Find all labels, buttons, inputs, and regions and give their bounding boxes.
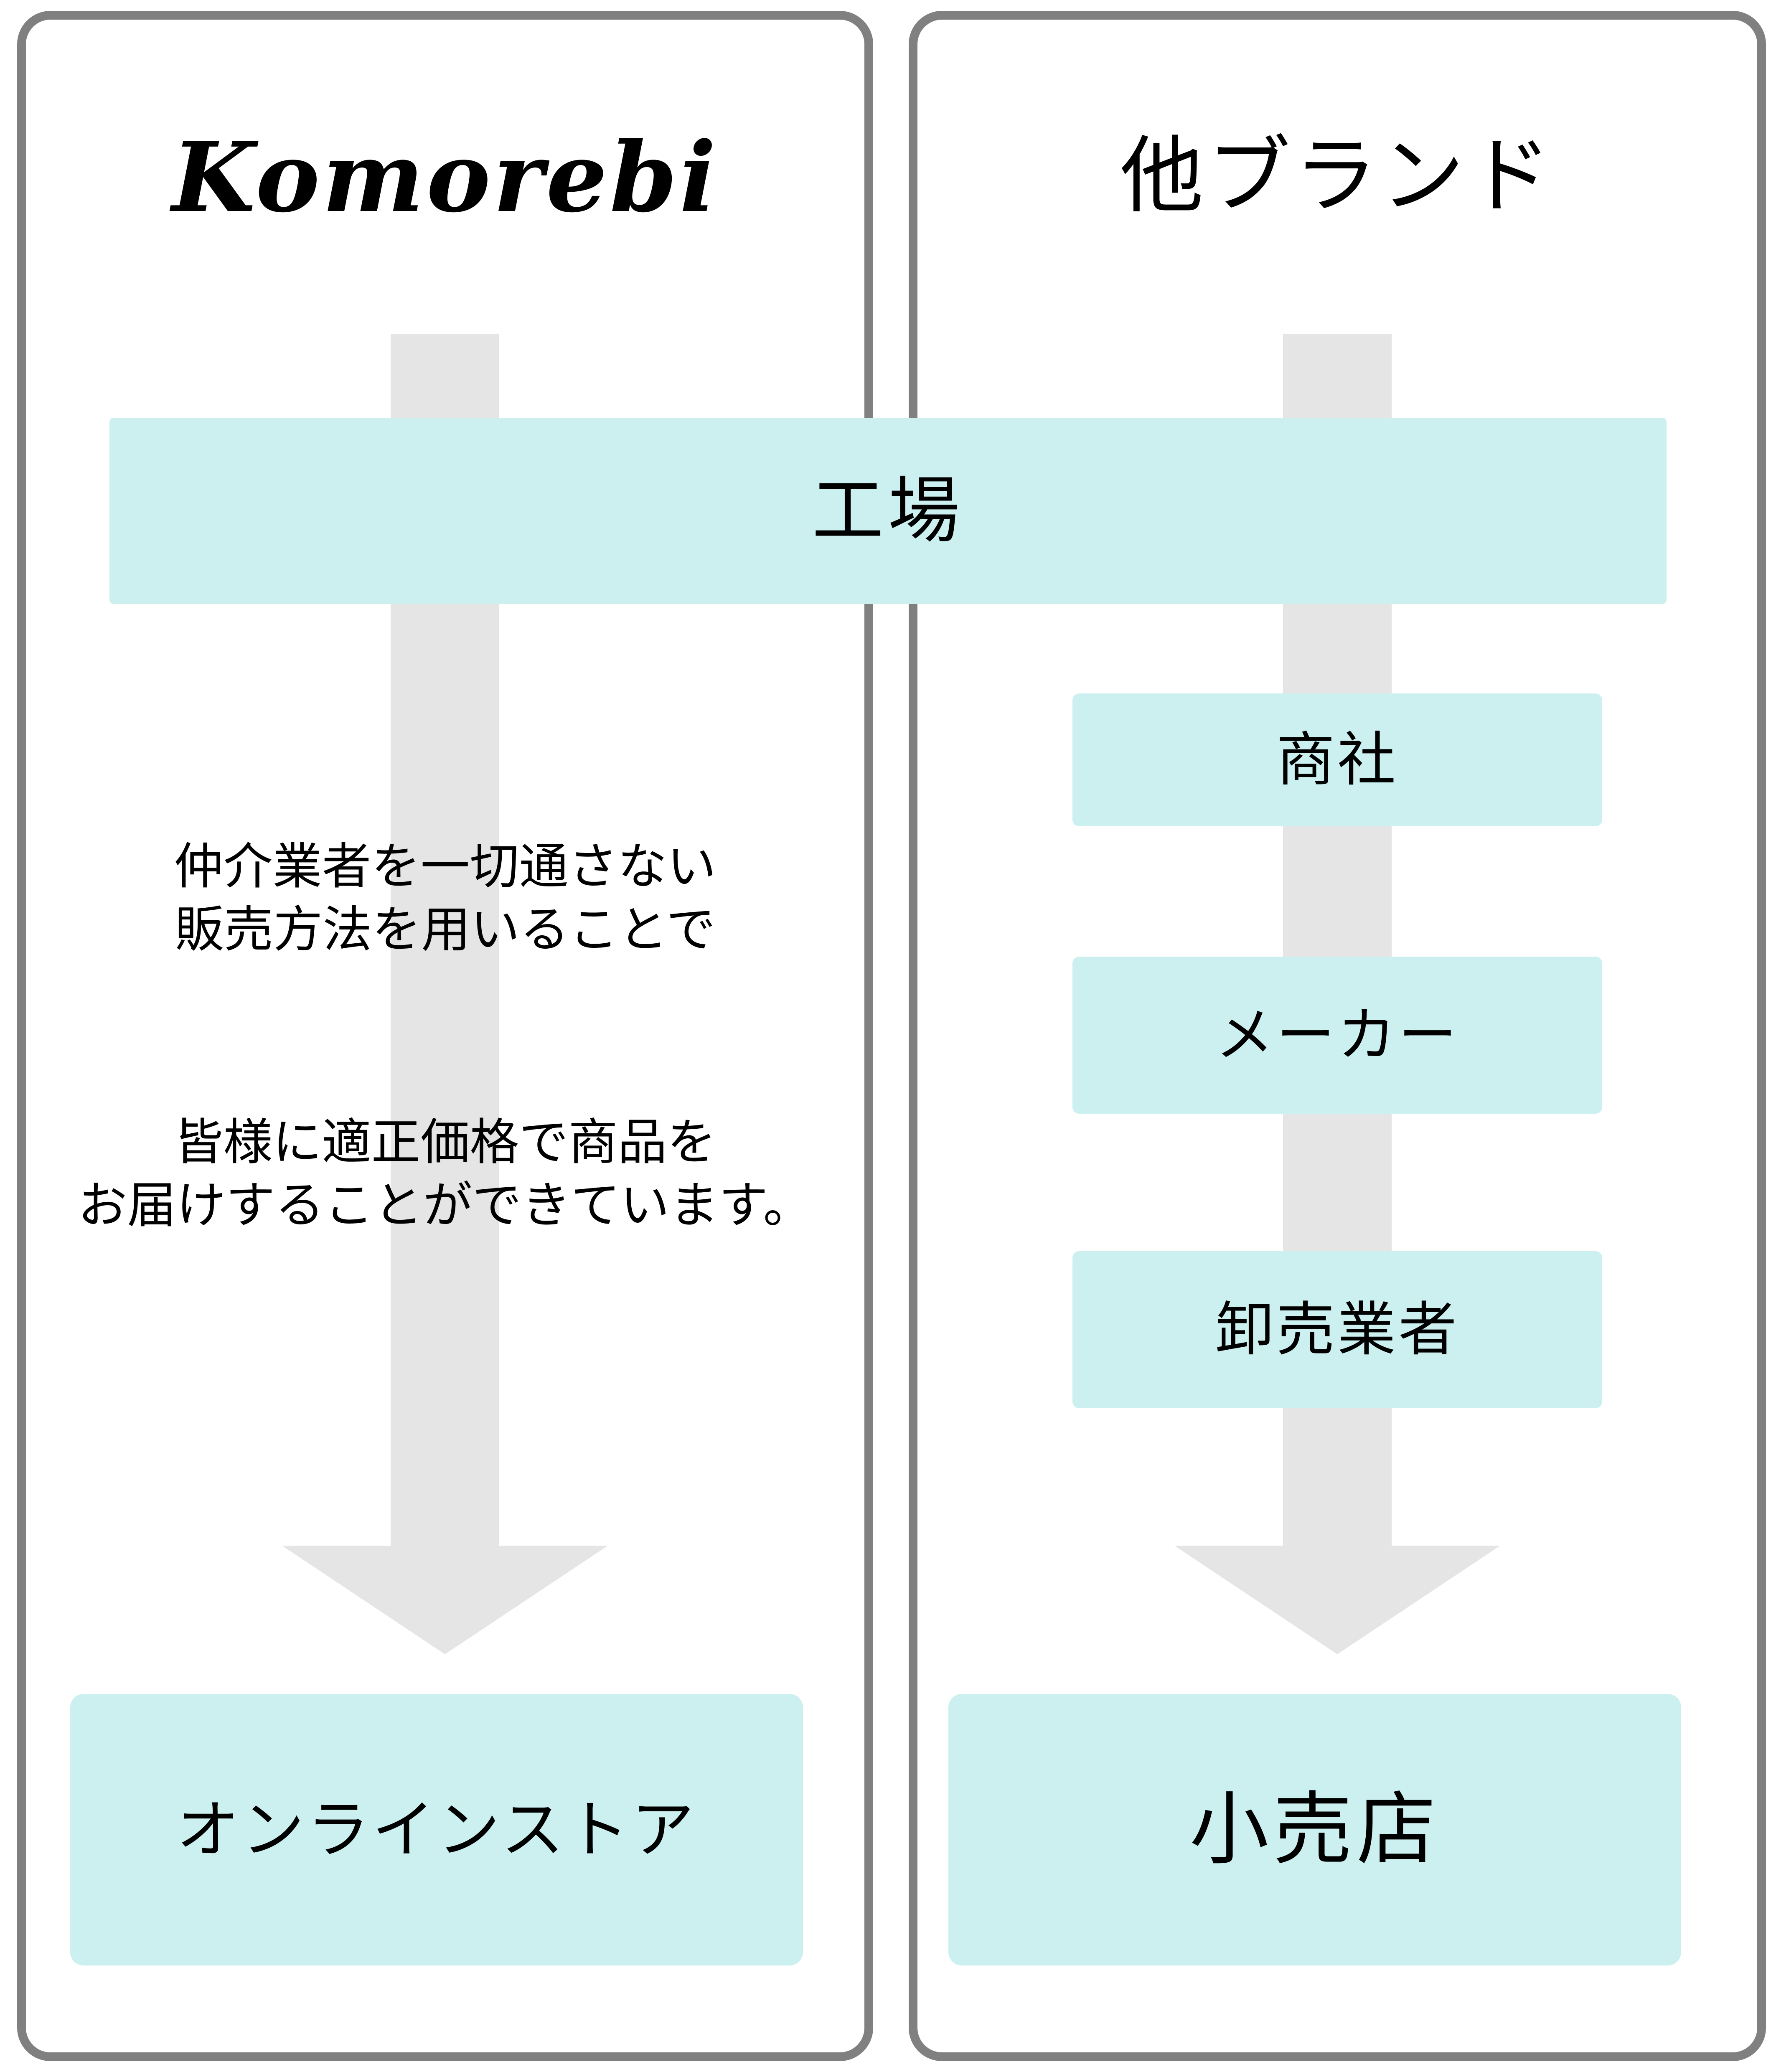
flow-arrow-head-left xyxy=(282,1546,608,1654)
note-no-intermediaries: 仲介業者を一切通さない 販売方法を用いることで xyxy=(174,839,716,958)
panel-title-komorebi: Komorebi xyxy=(172,121,719,234)
note-fair-price: 皆様に適正価格で商品を お届けすることができています。 xyxy=(78,1115,813,1234)
flow-arrow-head-right xyxy=(1174,1546,1500,1654)
node-retail-store: 小売店 xyxy=(948,1694,1681,1965)
panel-title-other-brands: 他ブランド xyxy=(1120,130,1555,223)
node-wholesaler: 卸売業者 xyxy=(1072,1251,1602,1408)
node-trading-company: 商社 xyxy=(1072,693,1602,826)
node-online-store: オンラインストア xyxy=(70,1694,803,1965)
node-factory: 工場 xyxy=(109,418,1667,604)
node-maker: メーカー xyxy=(1072,957,1602,1114)
